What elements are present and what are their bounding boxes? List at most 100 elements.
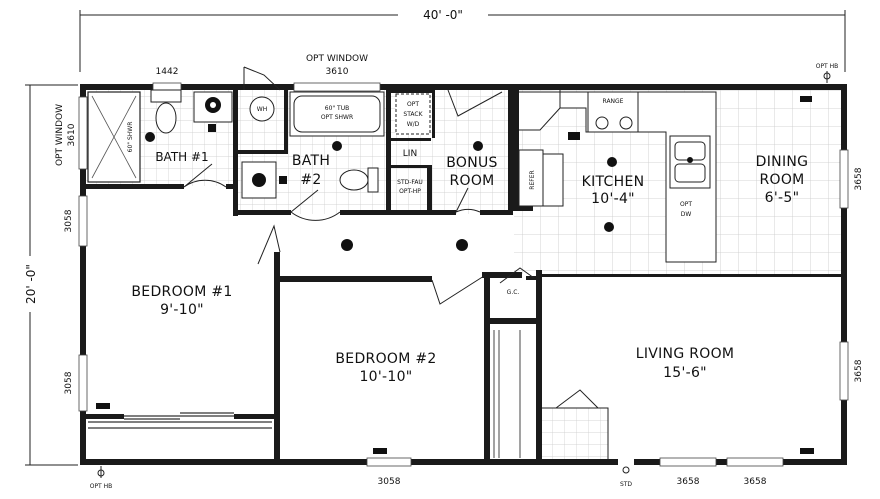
window-3058-left-a (78, 195, 88, 247)
bedroom1-size: 9'-10" (160, 302, 204, 318)
bonus-top-door (447, 89, 503, 117)
window-top-label: OPT WINDOW (306, 54, 368, 64)
bath2: 60" TUB OPT SHWR BATH #2 (241, 91, 385, 199)
floor-registers (96, 403, 814, 454)
hall-light-icon (456, 239, 468, 251)
window-living-bottom-a: 3658 (677, 477, 700, 487)
dw-label-2: DW (681, 211, 692, 218)
window-left-size: 3610 (67, 123, 77, 146)
wall-south (80, 459, 847, 465)
window-3658-bottom-a (659, 457, 717, 467)
shower-label: 60" SHWR (127, 122, 134, 153)
hall-light-icon (341, 239, 353, 251)
fau-label-1: STD-FAU (397, 179, 423, 186)
std-label: STD (620, 481, 632, 488)
window-bed1-top-size: 3058 (64, 209, 74, 232)
kitchen-label: KITCHEN (582, 174, 645, 190)
window-3610-top (293, 82, 381, 92)
stack-wd-icon (395, 93, 431, 135)
vent-icon (800, 96, 812, 102)
wall-west (80, 84, 86, 465)
fau-label-2: OPT-HP (399, 188, 421, 195)
hall-closet-lines (493, 330, 521, 458)
kitchen: RANGE OPT DW REFER KITCHEN 10'-4" (518, 90, 812, 263)
fan-icon (208, 124, 216, 132)
overall-width-label: 40' -0" (423, 8, 463, 22)
stack-label-3: W/D (407, 121, 420, 128)
window-living-bottom-b: 3658 (744, 477, 767, 487)
bath2-label-1: BATH (292, 153, 330, 169)
window-living-size: 3658 (854, 359, 864, 382)
window-3058-left-b (78, 354, 88, 412)
tub-label-1: 60" TUB (325, 105, 349, 112)
kitchen-counter (519, 90, 717, 263)
bath1-door (183, 163, 227, 188)
bedroom1-label: BEDROOM #1 (131, 284, 232, 300)
overall-depth-label: 20' -0" (24, 264, 38, 304)
bath2-sink-icon (252, 173, 266, 187)
wall-north (80, 84, 847, 90)
window-bed2-bottom-size: 3058 (378, 477, 401, 487)
kitchen-light-icon (607, 157, 617, 167)
dining-label-1: DINING (756, 154, 809, 170)
front-door-opening (618, 458, 634, 466)
bonus-door (455, 187, 481, 213)
vent-icon (96, 403, 110, 409)
kitchen-size: 10'-4" (591, 191, 635, 207)
wh-label: WH (257, 106, 267, 113)
living-size: 15'-6" (663, 365, 707, 381)
bath2-fan-icon (279, 176, 287, 184)
doors (183, 66, 609, 460)
bath2-door (290, 189, 341, 221)
dining-label-2: ROOM (759, 172, 804, 188)
bonus-room: OPT STACK W/D LIN STD-FAU OPT-HP BONUS R… (395, 93, 497, 195)
lin-label: LIN (403, 149, 417, 159)
bath1: 60" SHWR BATH #1 (87, 89, 233, 183)
hb-top-label: OPT HB (816, 63, 839, 70)
window-3658-bottom-b (726, 457, 784, 467)
window-openings (78, 82, 849, 467)
stack-label-2: STACK (403, 111, 423, 118)
depth-label-bg (22, 256, 38, 312)
refrigerator-icon (518, 149, 544, 207)
range-label: RANGE (603, 98, 624, 105)
vent-icon (373, 448, 387, 454)
window-left-label: OPT WINDOW (55, 104, 65, 166)
markers (97, 71, 831, 478)
bedroom1-closet-doors (88, 412, 272, 429)
entry-door (555, 389, 599, 409)
bonus-light-icon (473, 141, 483, 151)
gc-door (499, 267, 535, 284)
bath2-light-icon (332, 141, 342, 151)
water-heater-icon (249, 96, 275, 122)
interior-walls (80, 84, 847, 462)
bath2-label-2: #2 (300, 172, 321, 188)
entry-landing (542, 407, 609, 460)
living-label: LIVING ROOM (636, 346, 735, 362)
window-1442-label: 1442 (156, 67, 179, 77)
stack-label-1: OPT (407, 101, 419, 108)
window-top-size: 3610 (326, 67, 349, 77)
width-label-bg (398, 6, 488, 22)
entry-tile (542, 408, 608, 464)
tub-label-2: OPT SHWR (321, 114, 353, 121)
bedroom2-door (431, 275, 485, 305)
window-dining-size: 3658 (854, 167, 864, 190)
bonus-label-1: BONUS (446, 155, 497, 171)
bonus-label-2: ROOM (449, 173, 494, 189)
wh-door (243, 66, 281, 91)
hb-bottom-label: OPT HB (90, 483, 113, 490)
bath2-toilet-icon (339, 169, 369, 191)
kitchen-light-icon (604, 222, 614, 232)
window-3658-right-a (839, 149, 849, 209)
toilet-tank-icon (150, 89, 182, 103)
std-marker-icon (622, 466, 630, 474)
window-3610-left (78, 96, 88, 170)
window-3058-bottom (366, 457, 412, 467)
bath1-label: BATH #1 (155, 150, 208, 164)
dining-size: 6'-5" (765, 190, 800, 206)
bath1-light-icon (145, 132, 155, 142)
toilet-icon (155, 102, 177, 134)
